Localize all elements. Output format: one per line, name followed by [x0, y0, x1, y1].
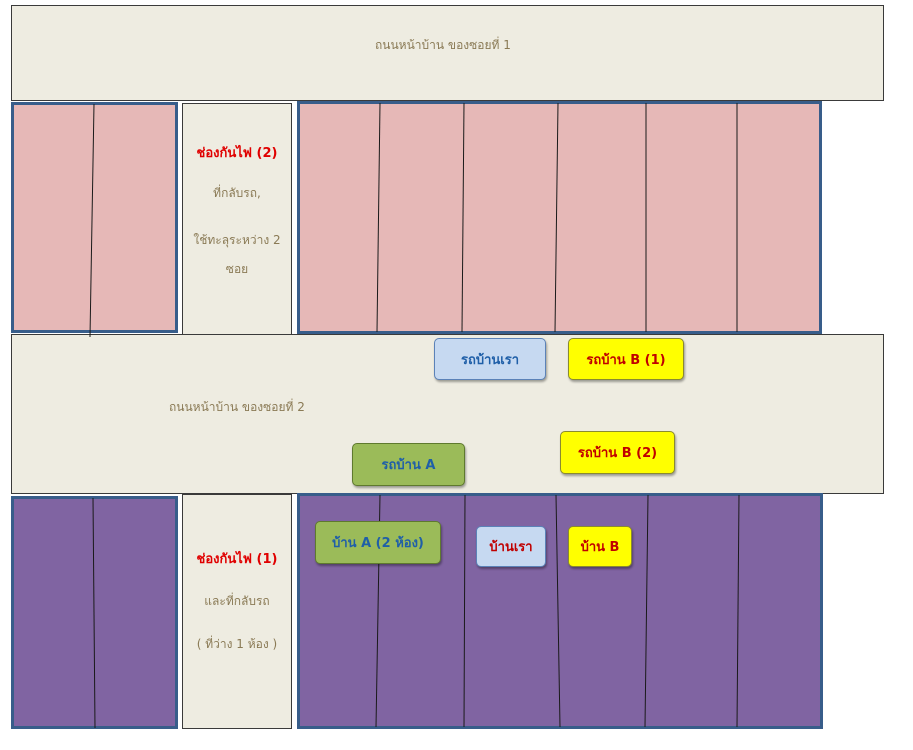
firebreak-2-line-3: ซอย — [225, 262, 249, 276]
firebreak-2: ช่องกันไฟ (2) ที่กลับรถ, ใช้ทะลุระหว่าง … — [182, 103, 292, 335]
top-left-house-block — [11, 102, 178, 333]
road-soi-1-label: ถนนหน้าบ้าน ของซอยที่ 1 — [375, 38, 511, 52]
our-house-label: บ้านเรา — [476, 526, 546, 567]
firebreak-1-title: ช่องกันไฟ (1) — [196, 552, 278, 567]
house-b-label: บ้าน B — [568, 526, 632, 567]
house-b-car-2: รถบ้าน B (2) — [560, 431, 675, 474]
house-a-label: บ้าน A (2 ห้อง) — [315, 521, 441, 564]
firebreak-1-line-1: และที่กลับรถ — [204, 594, 270, 608]
firebreak-2-line-1: ที่กลับรถ, — [213, 186, 261, 200]
firebreak-2-title: ช่องกันไฟ (2) — [196, 146, 278, 161]
road-soi-1: ถนนหน้าบ้าน ของซอยที่ 1 — [11, 5, 884, 101]
road-soi-2-label: ถนนหน้าบ้าน ของซอยที่ 2 — [169, 400, 305, 414]
bottom-left-house-block — [11, 496, 178, 729]
firebreak-1-line-2: ( ที่ว่าง 1 ห้อง ) — [196, 637, 278, 651]
firebreak-1: ช่องกันไฟ (1) และที่กลับรถ ( ที่ว่าง 1 ห… — [182, 494, 292, 729]
firebreak-2-line-2: ใช้ทะลุระหว่าง 2 — [193, 233, 281, 247]
house-b-car-1: รถบ้าน B (1) — [568, 338, 684, 380]
top-right-house-block — [297, 101, 822, 334]
house-a-car: รถบ้าน A — [352, 443, 465, 486]
our-car: รถบ้านเรา — [434, 338, 546, 380]
